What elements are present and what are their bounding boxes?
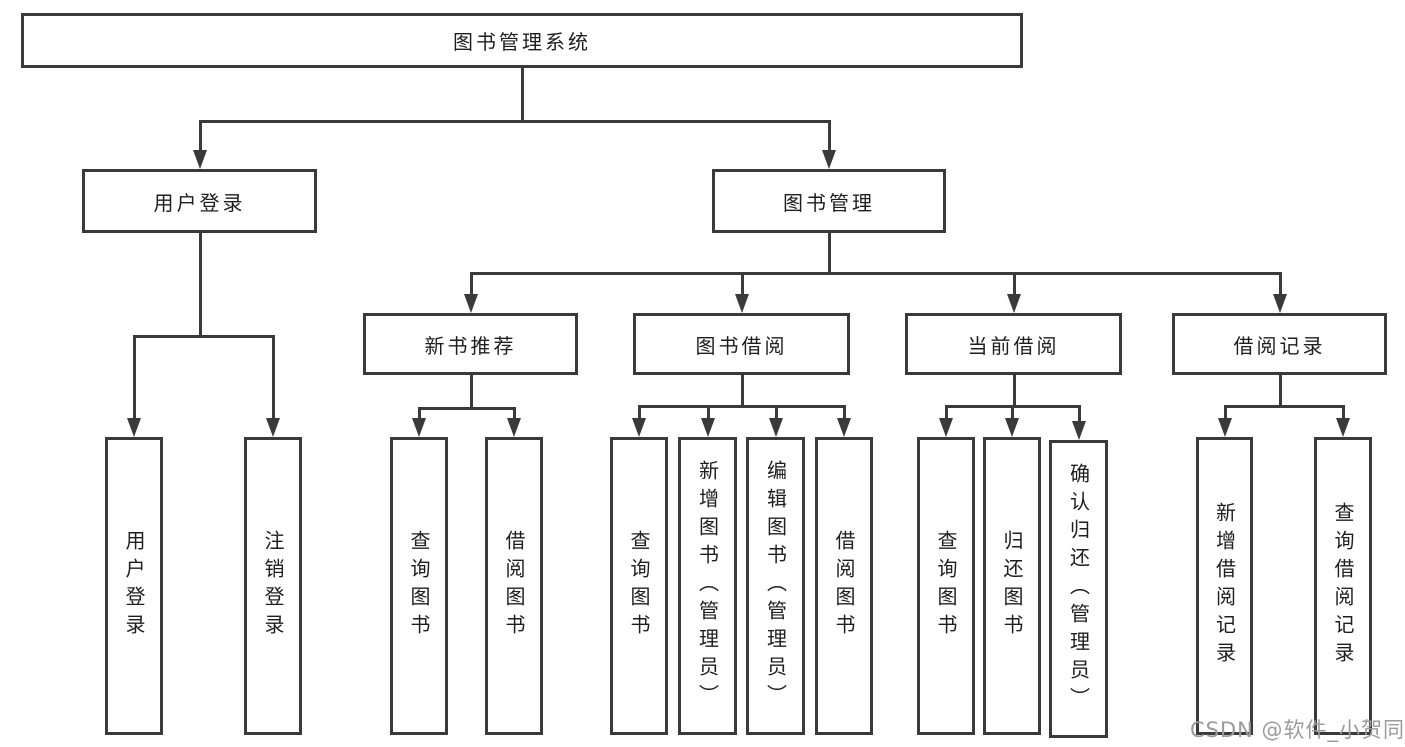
arrowhead-down-icon	[769, 418, 783, 437]
node-new-book-recommend: 新书推荐	[363, 313, 578, 375]
node-bb-query-books-label: 查询图书	[627, 530, 651, 642]
connector-line	[1279, 272, 1282, 299]
arrowhead-down-icon	[1005, 418, 1019, 437]
connector-line	[1078, 405, 1081, 426]
connector-line	[945, 405, 948, 423]
connector-line	[521, 68, 524, 123]
node-book-management: 图书管理	[712, 169, 946, 233]
connector-line	[741, 272, 744, 299]
arrowhead-down-icon	[1007, 294, 1021, 313]
connector-line	[638, 405, 641, 423]
node-bb-add-books: 新增图书（管理员）	[678, 437, 737, 735]
connector-line	[1011, 405, 1014, 423]
connector-line	[1013, 375, 1016, 408]
node-bb-query-books: 查询图书	[610, 437, 668, 735]
node-cb-confirm-return-label: 确认归还（管理员）	[1066, 463, 1091, 715]
arrowhead-down-icon	[1336, 418, 1350, 437]
node-book-borrow: 图书借阅	[633, 313, 850, 375]
arrowhead-down-icon	[193, 150, 207, 169]
node-cb-query-books: 查询图书	[917, 437, 975, 735]
node-user-login-label: 用户登录	[153, 190, 246, 215]
arrowhead-down-icon	[464, 294, 478, 313]
node-br-query-record-label: 查询借阅记录	[1331, 502, 1355, 670]
node-root-label: 图书管理系统	[453, 30, 591, 54]
connector-line	[470, 272, 473, 299]
node-cb-return-books-label: 归还图书	[1000, 530, 1024, 642]
node-user-login-leaf: 用户登录	[105, 437, 163, 735]
node-book-management-label: 图书管理	[783, 190, 875, 215]
connector-line	[638, 405, 846, 408]
node-bb-edit-books-label: 编辑图书（管理员）	[763, 460, 788, 712]
connector-line	[1224, 405, 1227, 423]
node-br-add-record-label: 新增借阅记录	[1212, 502, 1237, 670]
connector-line	[707, 405, 710, 423]
node-current-borrow-label: 当前借阅	[967, 333, 1060, 358]
node-nb-query-books: 查询图书	[390, 437, 448, 735]
node-current-borrow: 当前借阅	[905, 313, 1122, 375]
connector-line	[418, 407, 421, 423]
connector-line	[1342, 405, 1345, 423]
arrowhead-down-icon	[1273, 294, 1287, 313]
arrowhead-down-icon	[735, 294, 749, 313]
connector-line	[470, 272, 1282, 275]
arrowhead-down-icon	[412, 418, 426, 437]
node-cb-query-books-label: 查询图书	[934, 530, 958, 642]
connector-line	[470, 375, 473, 410]
arrowhead-down-icon	[1072, 421, 1086, 440]
connector-line	[133, 335, 136, 423]
node-nb-borrow-books-label: 借阅图书	[502, 530, 526, 642]
node-br-add-record: 新增借阅记录	[1196, 437, 1253, 735]
connector-line	[133, 335, 275, 338]
node-logout-leaf: 注销登录	[244, 437, 302, 735]
node-user-login: 用户登录	[82, 169, 317, 233]
node-cb-confirm-return: 确认归还（管理员）	[1049, 440, 1108, 738]
csdn-watermark: CSDN @软件_小贺同学	[1190, 718, 1405, 742]
connector-line	[199, 120, 202, 155]
node-nb-query-books-label: 查询图书	[407, 530, 431, 642]
node-book-borrow-label: 图书借阅	[695, 333, 788, 358]
connector-line	[418, 407, 516, 410]
connector-line	[199, 233, 202, 338]
connector-line	[843, 405, 846, 423]
connector-line	[828, 120, 831, 155]
node-user-login-leaf-label: 用户登录	[122, 530, 146, 642]
connector-line	[775, 405, 778, 423]
connector-line	[1013, 272, 1016, 299]
node-nb-borrow-books: 借阅图书	[485, 437, 543, 735]
arrowhead-down-icon	[939, 418, 953, 437]
arrowhead-down-icon	[127, 418, 141, 437]
node-borrow-record: 借阅记录	[1172, 313, 1387, 375]
node-bb-add-books-label: 新增图书（管理员）	[695, 460, 720, 712]
connector-line	[513, 407, 516, 423]
node-logout-leaf-label: 注销登录	[261, 530, 285, 642]
node-borrow-record-label: 借阅记录	[1233, 333, 1326, 358]
connector-line	[741, 375, 744, 408]
node-root: 图书管理系统	[21, 13, 1023, 68]
node-cb-return-books: 归还图书	[983, 437, 1041, 735]
connector-line	[1224, 405, 1345, 408]
arrowhead-down-icon	[837, 418, 851, 437]
node-new-book-recommend-label: 新书推荐	[424, 333, 517, 358]
arrowhead-down-icon	[266, 418, 280, 437]
arrowhead-down-icon	[632, 418, 646, 437]
arrowhead-down-icon	[822, 150, 836, 169]
node-bb-borrow-books: 借阅图书	[815, 437, 873, 735]
arrowhead-down-icon	[1218, 418, 1232, 437]
arrowhead-down-icon	[701, 418, 715, 437]
node-bb-edit-books: 编辑图书（管理员）	[746, 437, 805, 735]
connector-line	[1279, 375, 1282, 408]
node-bb-borrow-books-label: 借阅图书	[832, 530, 856, 642]
arrowhead-down-icon	[507, 418, 521, 437]
node-br-query-record: 查询借阅记录	[1314, 437, 1372, 735]
connector-line	[828, 233, 831, 275]
connector-line	[272, 335, 275, 423]
connector-line	[199, 120, 831, 123]
